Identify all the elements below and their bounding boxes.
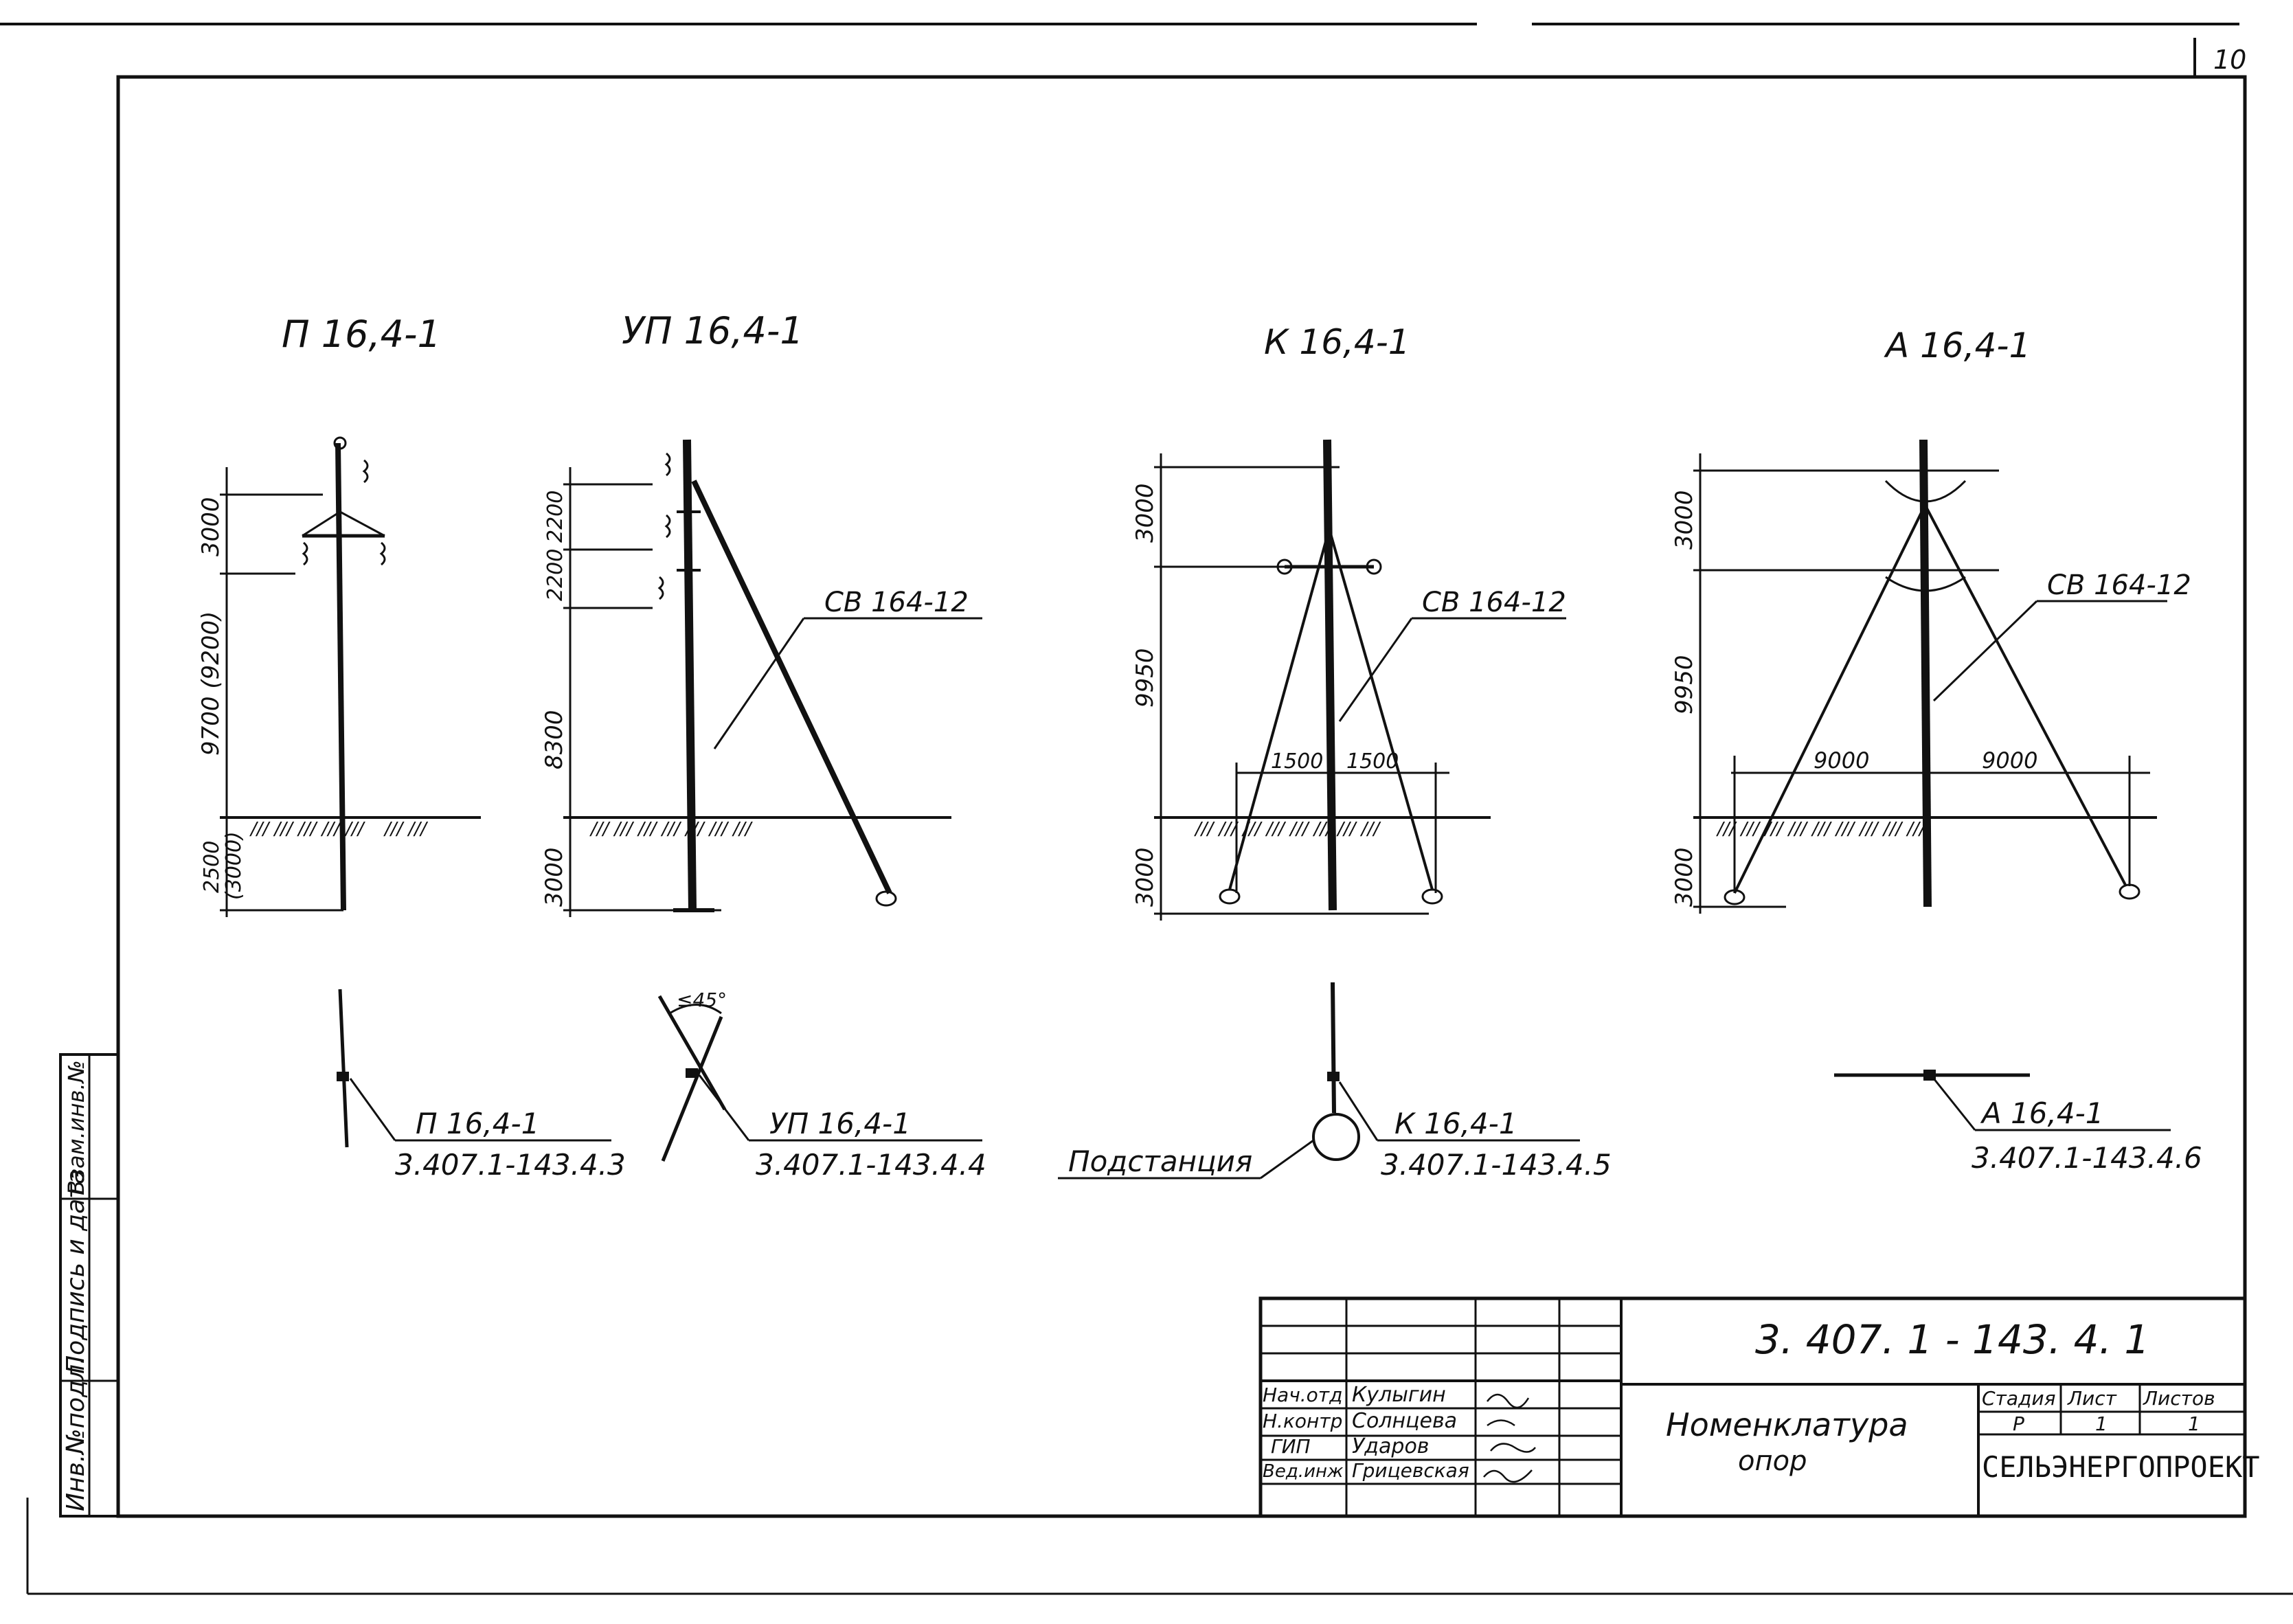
sheet-header: Лист — [2067, 1387, 2117, 1410]
doc-code: 3. 407. 1 - 143. 4. 1 — [1755, 1316, 2149, 1363]
support-p16-dim-ground-alt: (3000) — [222, 831, 246, 900]
signatures — [1483, 1393, 1536, 1483]
title-block: 3. 407. 1 - 143. 4. 1 Нач.отд Н.контр ГИ… — [1258, 1296, 2260, 1518]
support-p16-dim-main: 9700 (9200) — [197, 611, 225, 756]
support-up16-dim-3: 8300 — [541, 710, 568, 769]
plan-k16-ref: 3.407.1-143.4.5 — [1381, 1148, 1612, 1182]
stage-value: Р — [2013, 1412, 2024, 1435]
plan-k16-label: К 16,4-1 — [1394, 1107, 1517, 1140]
support-a16-title: А 16,4-1 — [1884, 326, 2031, 365]
organization: СЕЛЬЭНЕРГОПРОЕКТ — [1982, 1450, 2260, 1484]
plan-p16-ref: 3.407.1-143.4.3 — [395, 1148, 626, 1182]
support-k16-dim-ground: 3000 — [1131, 847, 1159, 907]
support-up16-title: УП 16,4-1 — [622, 309, 804, 352]
support-a16-span-left: 9000 — [1814, 747, 1869, 774]
support-up16-dim-4: 3000 — [541, 847, 568, 907]
side-stamp-replace: Взам.инв.№ — [63, 1060, 89, 1195]
side-stamp-inv: Инв.№подл. — [62, 1357, 90, 1511]
support-p16-dim-top: 3000 — [197, 497, 225, 556]
sheets-header: Листов — [2143, 1387, 2215, 1410]
plan-a16: А 16,4-1 3.407.1-143.4.6 — [1834, 1070, 2202, 1175]
svg-text:/// /// /// /// ///: /// /// /// /// /// — [249, 819, 366, 839]
plan-a16-ref: 3.407.1-143.4.6 — [1972, 1141, 2202, 1175]
support-a16-brace: СВ 164-12 — [2047, 569, 2191, 601]
support-a16-dim-ground: 3000 — [1671, 847, 1698, 907]
sheets-value: 1 — [2188, 1412, 2200, 1435]
plan-a16-label: А 16,4-1 — [1980, 1096, 2103, 1130]
support-k16-dim-top: 3000 — [1131, 483, 1159, 543]
support-a16: А 16,4-1 3000 9950 3000 9000 9000 СВ 164… — [1671, 326, 2191, 914]
support-p16-title: П 16,4-1 — [282, 313, 441, 356]
substation-label: Подстанция — [1068, 1144, 1252, 1178]
title-line1: Номенклатура — [1666, 1406, 1908, 1443]
title-line2: опор — [1738, 1445, 1807, 1477]
support-k16-dim-main: 9950 — [1131, 648, 1159, 708]
side-stamp-signature: Подпись и дата — [62, 1169, 90, 1374]
role-head: Нач.отд — [1263, 1384, 1342, 1406]
svg-text:/// /// /// /// /// ///: /// /// /// /// /// /// /// — [589, 819, 754, 839]
plan-k16: Подстанция К 16,4-1 3.407.1-143.4.5 — [1058, 982, 1612, 1182]
substation-icon — [1312, 1113, 1360, 1161]
support-up16-dim-2: 2200 — [543, 549, 567, 601]
svg-text:/// /// /// /// /// ///: /// /// /// /// /// /// /// /// — [1194, 819, 1381, 839]
svg-text:/// ///: /// /// — [383, 819, 429, 839]
plan-up16-angle: ≤45° — [677, 989, 727, 1011]
name-lead: Грицевская — [1352, 1459, 1469, 1482]
plan-up16-ref: 3.407.1-143.4.4 — [756, 1148, 986, 1182]
name-norm: Солнцева — [1352, 1409, 1457, 1433]
main-frame — [116, 75, 2247, 1518]
plan-up16: ≤45° УП 16,4-1 3.407.1-143.4.4 — [657, 989, 986, 1182]
support-a16-dim-top: 3000 — [1671, 490, 1698, 550]
support-k16-title: К 16,4-1 — [1264, 322, 1410, 362]
support-a16-span-right: 9000 — [1982, 747, 2037, 774]
support-a16-dim-main: 9950 — [1671, 655, 1698, 714]
support-up16-dim-1: 2200 — [543, 490, 567, 543]
support-up16: УП 16,4-1 2200 2200 8300 3000 СВ 164-12 … — [541, 309, 982, 917]
support-k16-brace: СВ 164-12 — [1422, 587, 1566, 618]
stage-header: Стадия — [1982, 1387, 2055, 1410]
role-norm: Н.контр — [1263, 1410, 1342, 1432]
sheet-value: 1 — [2095, 1412, 2108, 1435]
support-up16-brace: СВ 164-12 — [824, 587, 969, 618]
side-stamp: Инв.№подл. Подпись и дата Взам.инв.№ — [59, 1053, 120, 1518]
name-gip: Ударов — [1352, 1434, 1430, 1458]
support-p16: П 16,4-1 3000 9700 (9200) 2500 (3000) //… — [197, 313, 481, 917]
role-gip: ГИП — [1271, 1435, 1311, 1458]
support-p16-dim-ground: 2500 — [200, 841, 224, 893]
support-k16-span-right: 1500 — [1346, 749, 1399, 774]
sheet-number: 10 — [2213, 45, 2246, 75]
support-k16-span-left: 1500 — [1271, 749, 1323, 774]
plan-p16: П 16,4-1 3.407.1-143.4.3 — [337, 989, 626, 1182]
svg-text:/// /// /// /// /// ///: /// /// /// /// /// /// /// /// /// — [1716, 819, 1928, 839]
name-head: Кулыгин — [1352, 1383, 1446, 1407]
support-k16: К 16,4-1 3000 9950 3000 1500 1500 СВ 164… — [1131, 322, 1566, 921]
role-lead: Вед.инж — [1263, 1461, 1344, 1482]
plan-p16-label: П 16,4-1 — [416, 1107, 539, 1140]
plan-up16-label: УП 16,4-1 — [769, 1107, 911, 1140]
